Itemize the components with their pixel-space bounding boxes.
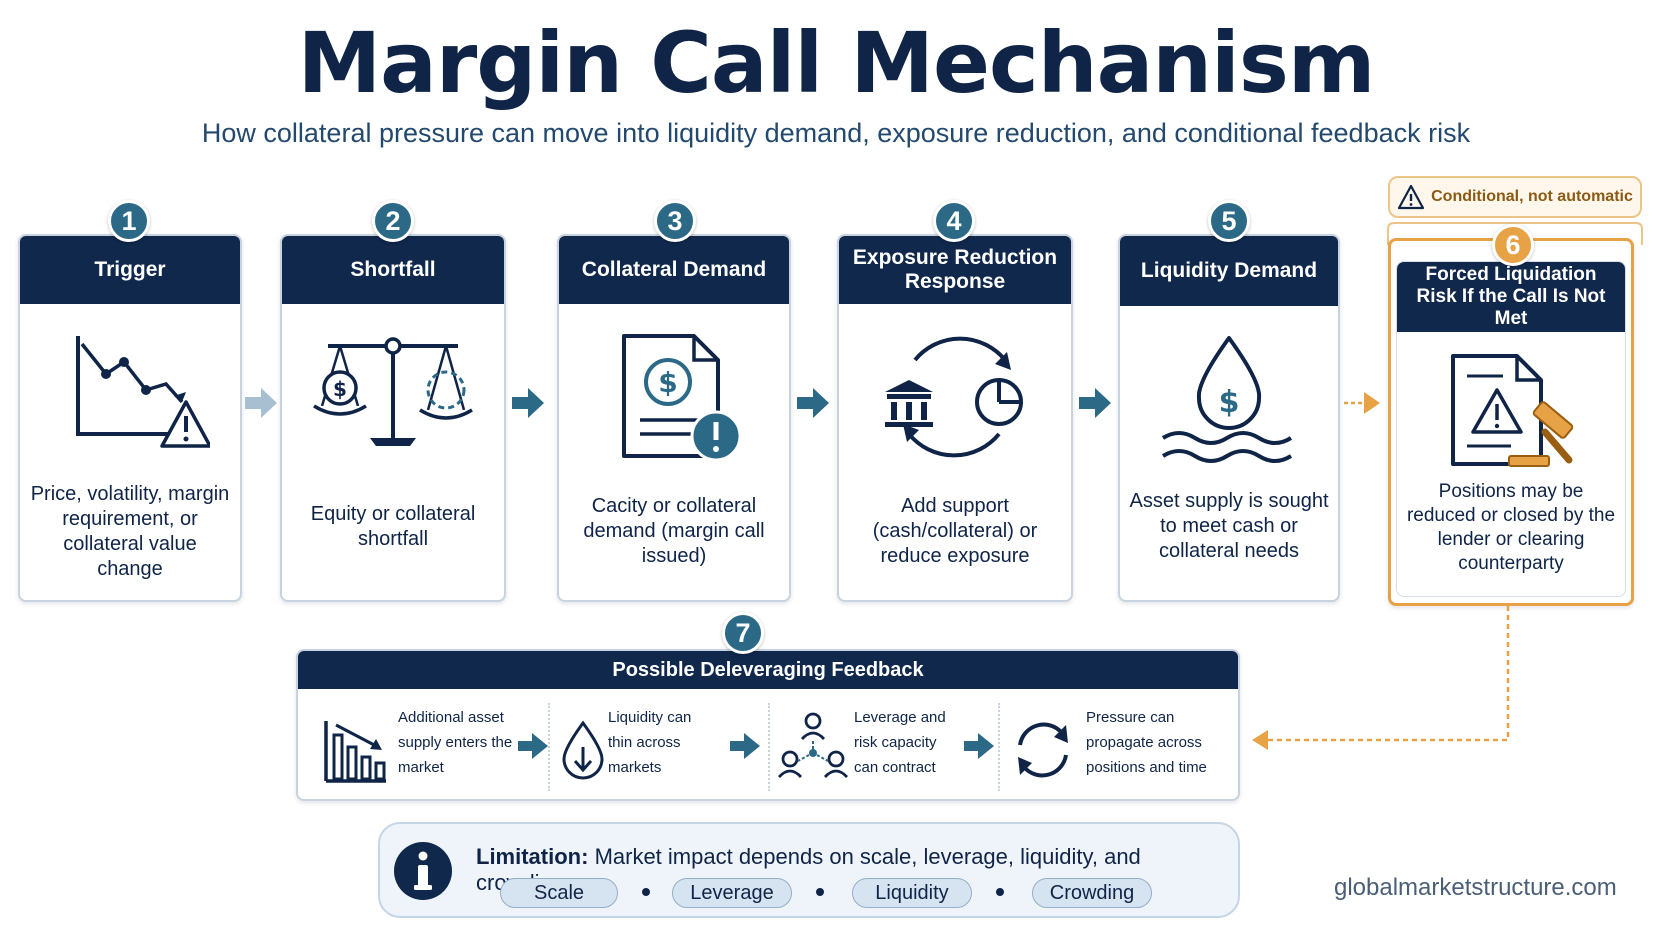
tag-leverage: Leverage xyxy=(672,878,792,908)
tag-scale: Scale xyxy=(500,878,618,908)
conditional-tag-label: Conditional, not automatic xyxy=(1431,188,1633,205)
conditional-tag: Conditional, not automatic xyxy=(1388,176,1642,218)
circular-arrows-icon xyxy=(1018,722,1068,778)
feedback-title: Possible Deleveraging Feedback xyxy=(298,651,1238,689)
step-title: Collateral Demand xyxy=(559,236,789,304)
feedback-item-text: Liquidity can thin across markets xyxy=(608,709,692,776)
feedback-item: Leverage and risk capacity can contract xyxy=(778,705,998,789)
step-number-badge: 4 xyxy=(933,200,975,242)
svg-text:$: $ xyxy=(658,366,677,399)
step-description: Cacity or collateral demand (margin call… xyxy=(583,495,765,567)
feedback-item: Pressure can propagate across positions … xyxy=(1010,705,1230,789)
tag-crowding: Crowding xyxy=(1032,878,1152,908)
drop-down-arrow-icon xyxy=(562,720,604,780)
step-card-inner: Forced Liquidation Risk If the Call Is N… xyxy=(1396,261,1626,597)
balance-scale-icon: $ xyxy=(313,337,473,446)
step-card-shortfall: Shortfall $ Equity or collateral shortfa… xyxy=(280,234,506,602)
step-description: Add support (cash/collateral) or reduce … xyxy=(872,495,1038,567)
dashed-arrow-right-icon xyxy=(1344,392,1380,414)
arrow-right-icon xyxy=(1079,388,1111,418)
step-title: Exposure Reduction Response xyxy=(839,236,1071,304)
website-url: globalmarketstructure.com xyxy=(1334,874,1617,901)
page-title: Margin Call Mechanism xyxy=(297,14,1376,112)
step-title: Shortfall xyxy=(282,236,504,304)
limitation-label: Limitation: xyxy=(476,844,589,869)
page-subtitle: How collateral pressure can move into li… xyxy=(201,118,1471,148)
bank-cycle-pie-icon xyxy=(885,336,1023,458)
tag-liquidity: Liquidity xyxy=(852,878,972,908)
network-people-icon xyxy=(778,712,848,778)
step-description: Equity or collateral shortfall xyxy=(310,503,476,550)
arrow-right-icon xyxy=(797,388,829,418)
limitation-panel: Limitation: Market impact depends on sca… xyxy=(378,822,1240,918)
divider xyxy=(998,703,1000,791)
svg-text:$: $ xyxy=(333,377,347,401)
feedback-item-text: Additional asset supply enters the marke… xyxy=(398,709,513,776)
step-card-forced-liquidation: Forced Liquidation Risk If the Call Is N… xyxy=(1388,238,1634,606)
feedback-item-text: Pressure can propagate across positions … xyxy=(1086,709,1207,776)
falling-bars-icon xyxy=(324,721,386,783)
step-card-collateral-demand: Collateral Demand $ Cacity or collateral… xyxy=(557,234,791,602)
step-title: Liquidity Demand xyxy=(1120,236,1338,306)
falling-chart-warning-icon xyxy=(76,336,210,448)
step-number-badge: 6 xyxy=(1492,224,1534,266)
feedback-item: Liquidity can thin across markets xyxy=(560,705,760,789)
step-title: Trigger xyxy=(20,236,240,304)
step-description: Asset supply is sought to meet cash or c… xyxy=(1129,490,1329,562)
info-icon xyxy=(394,842,452,900)
arrow-right-icon xyxy=(730,733,760,759)
arrow-right-icon xyxy=(518,733,548,759)
step-description: Positions may be reduced or closed by th… xyxy=(1406,481,1616,574)
arrow-right-icon xyxy=(512,388,544,418)
arrow-right-icon xyxy=(245,388,277,418)
step-number-badge: 2 xyxy=(372,200,414,242)
document-gavel-icon xyxy=(1451,354,1574,467)
step-number-badge: 1 xyxy=(108,200,150,242)
separator-dot xyxy=(996,888,1004,896)
step-number-badge: 7 xyxy=(722,612,764,654)
conditional-bracket xyxy=(1387,222,1643,245)
svg-text:$: $ xyxy=(1219,385,1240,420)
separator-dot xyxy=(642,888,650,896)
feedback-panel: Possible Deleveraging Feedback Additiona… xyxy=(296,649,1240,801)
warning-icon xyxy=(1398,184,1425,210)
divider xyxy=(548,703,550,791)
feedback-item: Additional asset supply enters the marke… xyxy=(322,705,522,789)
dollar-drop-waves-icon: $ xyxy=(1161,336,1293,463)
step-description: Price, volatility, margin requirement, o… xyxy=(30,483,230,580)
divider xyxy=(768,703,770,791)
step-number-badge: 3 xyxy=(654,200,696,242)
step-number-badge: 5 xyxy=(1208,200,1250,242)
step-card-liquidity-demand: Liquidity Demand $ Asset supply is sough… xyxy=(1118,234,1340,602)
step-title: Forced Liquidation Risk If the Call Is N… xyxy=(1397,262,1625,332)
step-card-trigger: Trigger Price, volatility, margin requir… xyxy=(18,234,242,602)
step-card-exposure-reduction: Exposure Reduction Response Add support … xyxy=(837,234,1073,602)
feedback-connector xyxy=(1252,606,1510,750)
feedback-item-text: Leverage and risk capacity can contract xyxy=(854,709,946,776)
document-dollar-alert-icon: $ xyxy=(622,334,742,462)
arrow-right-icon xyxy=(964,733,994,759)
separator-dot xyxy=(816,888,824,896)
